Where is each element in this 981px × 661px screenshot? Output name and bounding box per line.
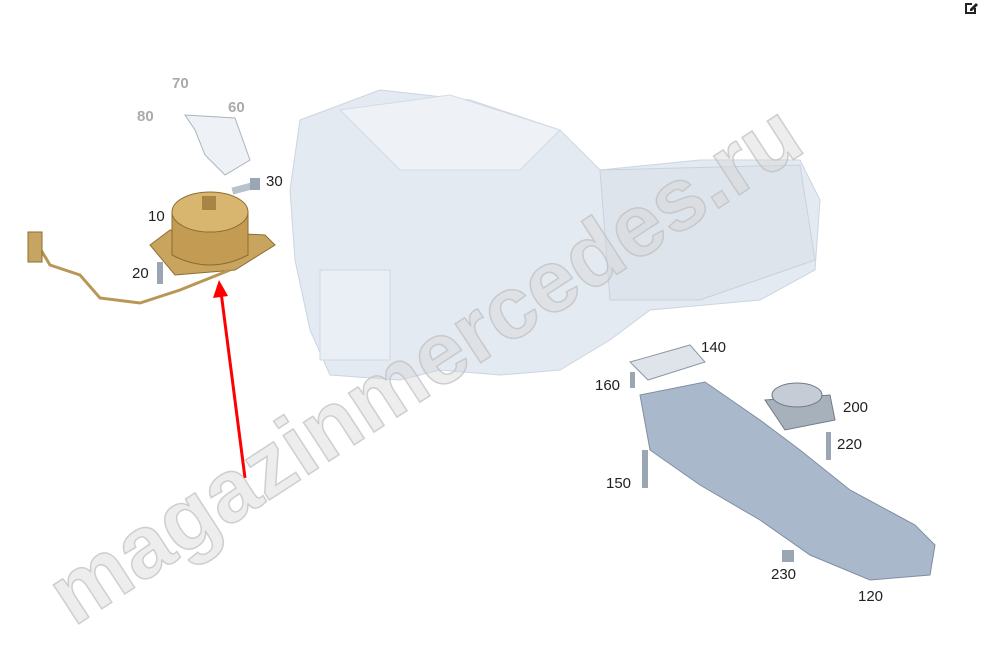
- callout-10[interactable]: 10: [148, 208, 165, 225]
- callout-120[interactable]: 120: [858, 588, 884, 605]
- callout-70[interactable]: 70: [172, 75, 189, 92]
- bracket-60: [184, 114, 251, 176]
- bolt-160: [630, 372, 635, 388]
- callout-200[interactable]: 200: [843, 399, 869, 416]
- callout-220[interactable]: 220: [837, 436, 863, 453]
- callout-230[interactable]: 230: [771, 566, 797, 583]
- nut-230: [782, 550, 794, 562]
- sensor-cable: [33, 239, 231, 305]
- callout-80[interactable]: 80: [137, 108, 154, 125]
- callout-60[interactable]: 60: [228, 99, 245, 116]
- bolt-20: [157, 262, 163, 284]
- callout-20[interactable]: 20: [132, 265, 149, 282]
- bolt-30: [231, 178, 261, 195]
- sensor-connector: [27, 231, 43, 263]
- callout-140[interactable]: 140: [701, 339, 727, 356]
- red-arrow: [213, 280, 247, 479]
- transmission-mount-200: [764, 382, 836, 431]
- bolt-150: [642, 450, 648, 488]
- callout-160[interactable]: 160: [595, 377, 621, 394]
- crossmember-120: [639, 381, 936, 581]
- plate-140: [629, 344, 706, 381]
- callout-30[interactable]: 30: [266, 173, 283, 190]
- callout-150[interactable]: 150: [606, 475, 632, 492]
- bolt-220: [826, 432, 831, 460]
- edit-icon[interactable]: [963, 0, 979, 16]
- engine-assembly: [289, 89, 821, 381]
- engine-mount-10: [149, 191, 276, 276]
